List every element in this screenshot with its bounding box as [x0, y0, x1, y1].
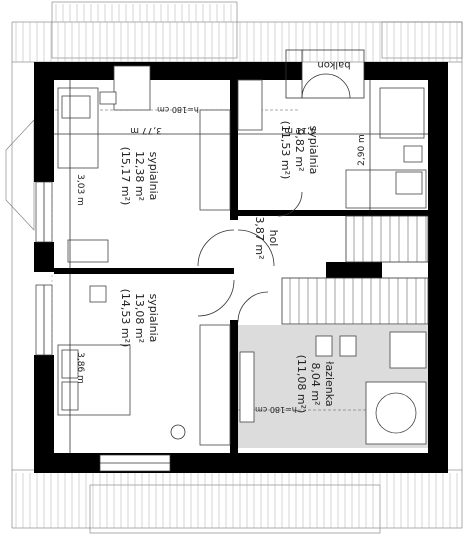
bathroom-area: 8,04 m² — [309, 362, 322, 405]
bedroom2-name: sypialnia — [307, 126, 320, 175]
staircase — [281, 215, 429, 325]
hall-name: hol — [267, 230, 280, 247]
doors — [197, 191, 303, 323]
balcony — [285, 49, 365, 99]
room-labels: sypialnia 12,38 m² (15,17 m²) sypialnia … — [119, 59, 351, 413]
dimension-labels: 3,77 m 4,11 m 3,03 m 2,90 m 3,86 m h=180… — [75, 105, 367, 414]
bedroom1-depth-label: 3,03 m — [75, 174, 85, 206]
bedroom1-width-label: 3,77 m — [130, 125, 162, 135]
balcony-name: balkon — [317, 59, 350, 70]
roof-hatching — [15, 4, 458, 528]
bathroom-area-total: (11,08 m²) — [295, 355, 308, 414]
bedroom1-area-total: (15,17 m²) — [119, 147, 132, 206]
bedroom2-area-total: (11,53 m²) — [279, 121, 292, 180]
hall-area: 3,87 m² — [253, 216, 266, 259]
bedroom1-area: 12,38 m² — [133, 151, 146, 201]
bedroom2-depth-label: 2,90 m — [357, 134, 367, 166]
headroom-top-label: h=180 cm — [157, 105, 199, 114]
bedroom3-area: 13,08 m² — [133, 293, 146, 343]
windows — [35, 181, 171, 472]
bedroom3-area-total: (14,53 m²) — [119, 289, 132, 348]
bedroom2-area: 9,82 m² — [293, 128, 306, 171]
bedroom3-depth-label: 3,86 m — [75, 352, 85, 384]
furniture — [57, 65, 427, 446]
bathroom-name: łazienka — [323, 361, 336, 406]
bedroom2-width-label: 4,11 m — [284, 125, 316, 135]
headroom-bath-label: h=180 cm — [255, 405, 297, 414]
bedroom3-name: sypialnia — [147, 294, 160, 343]
bedroom1-name: sypialnia — [147, 152, 160, 201]
dimension-lines — [54, 80, 428, 453]
